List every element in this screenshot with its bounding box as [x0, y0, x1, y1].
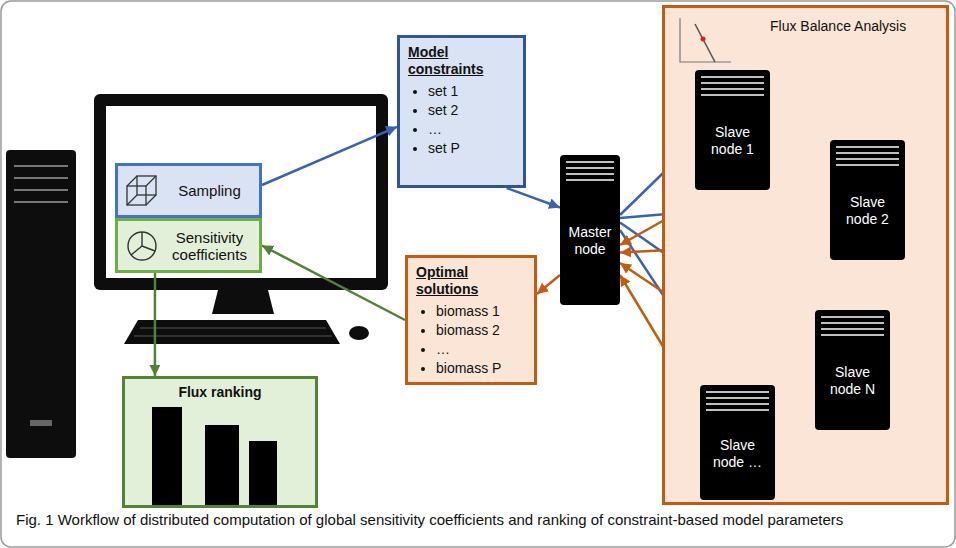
sampling-box: Sampling	[115, 163, 262, 218]
hypercube-icon	[124, 173, 160, 209]
server-label: Slave node N	[819, 364, 886, 398]
constraints-box: Model constraints set 1set 2…set P	[397, 35, 526, 188]
server-stripes	[830, 140, 905, 170]
monitor	[94, 94, 388, 314]
slave-server: Slave node N	[815, 310, 890, 430]
ranking-box: Flux ranking	[122, 376, 318, 508]
computer-tower	[6, 150, 76, 458]
server-label: Slave node 2	[834, 194, 901, 228]
server-stripes	[815, 310, 890, 340]
master-server: Master node	[560, 155, 620, 305]
server-stripes	[560, 155, 620, 185]
fba-graph-icon	[675, 16, 735, 68]
server-label: Slave node 1	[699, 124, 766, 158]
item-list: biomass 1biomass 2…biomass P	[416, 302, 528, 378]
server-label: Master node	[564, 224, 616, 258]
sensitivity-box: Sensitivity coefficients	[115, 218, 262, 273]
server-label: Slave node …	[704, 437, 771, 471]
slave-server: Slave node 2	[830, 140, 905, 260]
item-list: set 1set 2…set P	[408, 82, 517, 158]
solutions-box: Optimal solutions biomass 1biomass 2…biom…	[405, 255, 537, 385]
server-stripes	[695, 70, 770, 100]
fba-region: Flux Balance AnalysisSlave node 1 Slave n…	[662, 5, 949, 505]
server-stripes	[700, 385, 775, 415]
flow-arrow	[537, 275, 560, 294]
slave-server: Slave node …	[700, 385, 775, 500]
list-item: set P	[428, 139, 517, 158]
list-item: biomass 2	[436, 321, 528, 340]
node-label: Flux Balance Analysis	[770, 18, 940, 35]
slave-server: Slave node 1	[695, 70, 770, 190]
node-label: Flux ranking	[131, 384, 309, 401]
flow-arrow	[507, 188, 560, 208]
list-item: …	[436, 340, 528, 359]
mouse	[349, 326, 369, 340]
flow-arrow	[154, 273, 157, 376]
flow-arrow	[262, 246, 405, 321]
list-item: set 2	[428, 101, 517, 120]
list-item: …	[428, 120, 517, 139]
flow-arrow	[262, 127, 397, 185]
list-item: set 1	[428, 82, 517, 101]
list-item: biomass 1	[436, 302, 528, 321]
box-heading: Model constraints	[408, 44, 517, 78]
node-label: Sensitivity coefficients	[166, 229, 253, 263]
list-item: biomass P	[436, 359, 528, 378]
node-label: Sampling	[178, 182, 241, 199]
keyboard	[124, 320, 340, 344]
box-heading: Optimal solutions	[416, 264, 528, 298]
figure-caption: Fig. 1 Workflow of distributed computati…	[16, 511, 916, 528]
pie-icon	[124, 228, 160, 264]
